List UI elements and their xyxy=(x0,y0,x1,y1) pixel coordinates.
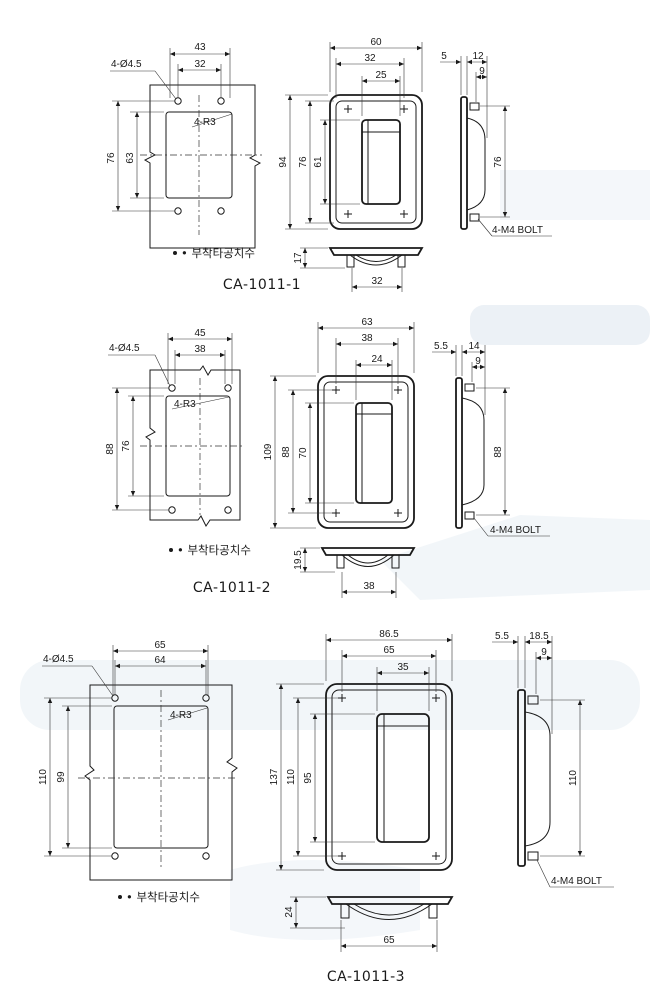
cutout-inner-width: 38 xyxy=(194,344,206,355)
model-caption: CA-1011-2 xyxy=(193,580,271,596)
front-grip-height: 70 xyxy=(298,447,309,459)
side-depth: 18.5 xyxy=(529,631,549,642)
cutout-inner-height: 99 xyxy=(56,771,67,783)
cutout-inner-width: 64 xyxy=(154,655,166,666)
bolt-callout: 4-M4 BOLT xyxy=(551,876,602,887)
cutout-outer-height: 110 xyxy=(38,769,49,785)
cutout-outer-height: 76 xyxy=(106,152,117,164)
mount-hole xyxy=(217,97,225,105)
side-offset: 5.5 xyxy=(495,631,509,642)
front-grip-width: 35 xyxy=(397,662,409,673)
bottom-depth: 24 xyxy=(284,906,295,918)
cutout-inner-height: 76 xyxy=(121,440,132,452)
cutout-outer-width: 43 xyxy=(194,42,206,53)
bottom-depth: 17 xyxy=(293,252,304,264)
section-ca-1011-2: 45 38 88 76 4-Ø4.5 4-R3 • 부착타공치수 xyxy=(105,317,550,598)
hole-callout: 4-Ø4.5 xyxy=(43,654,74,665)
front-grip-width: 25 xyxy=(375,70,387,81)
hole-callout: 4-Ø4.5 xyxy=(109,343,140,354)
mount-hole xyxy=(174,207,182,215)
cutout-inner-height: 63 xyxy=(125,152,136,164)
front-flange-width: 65 xyxy=(383,645,395,656)
side-recess: 9 xyxy=(475,356,481,367)
front-grip-width: 24 xyxy=(371,354,383,365)
front-flange-height: 76 xyxy=(298,156,309,168)
mounting-cutout-view: 45 38 88 76 4-Ø4.5 4-R3 • 부착타공치수 xyxy=(105,328,251,557)
side-view: 5.5 14 9 88 4-M4 BOLT xyxy=(432,341,550,537)
side-height: 76 xyxy=(493,156,504,168)
hole-callout: 4-Ø4.5 xyxy=(111,59,142,70)
side-view: 5.5 18.5 9 110 4-M4 BOLT xyxy=(492,631,614,888)
bottom-depth: 19.5 xyxy=(293,550,304,570)
front-overall-width: 86.5 xyxy=(379,629,399,640)
mount-hole xyxy=(224,384,232,392)
mounting-cutout-view: 65 64 110 99 4-Ø4.5 4-R3 • 부착타공치수 xyxy=(38,640,238,904)
side-depth: 12 xyxy=(472,51,484,62)
front-grip-height: 61 xyxy=(313,156,324,168)
mounting-cutout-view: 43 32 76 63 4-Ø4.5 4-R3 • 부착타공치수 xyxy=(106,42,262,260)
section-ca-1011-3: 65 64 110 99 4-Ø4.5 4-R3 • 부착타공치수 xyxy=(38,629,614,985)
cutout-outer-width: 65 xyxy=(154,640,166,651)
front-overall-width: 60 xyxy=(370,37,382,48)
side-height: 88 xyxy=(493,446,504,458)
mount-hole xyxy=(202,852,210,860)
mount-hole xyxy=(111,852,119,860)
mounting-cutout-note: • 부착타공치수 xyxy=(177,543,251,557)
cutout-inner-width: 32 xyxy=(194,59,206,70)
bolt-callout: 4-M4 BOLT xyxy=(492,225,543,236)
mount-hole xyxy=(168,506,176,514)
front-overall-width: 63 xyxy=(361,317,373,328)
front-view: 63 38 24 109 88 70 xyxy=(263,317,415,529)
bottom-view: 17 32 xyxy=(293,247,424,292)
front-grip-height: 95 xyxy=(303,772,314,784)
cutout-outer-height: 88 xyxy=(105,443,116,455)
front-overall-height: 94 xyxy=(278,156,289,168)
side-recess: 9 xyxy=(479,66,485,77)
front-view: 60 32 25 94 76 61 xyxy=(278,37,423,230)
model-caption: CA-1011-1 xyxy=(223,277,301,293)
mount-hole xyxy=(224,506,232,514)
bottom-width: 65 xyxy=(383,935,395,946)
mounting-cutout-note: • 부착타공치수 xyxy=(181,246,255,260)
front-flange-height: 110 xyxy=(286,769,297,785)
front-flange-width: 32 xyxy=(364,53,376,64)
front-view: 86.5 65 35 137 110 95 xyxy=(269,629,453,871)
radius-callout: 4-R3 xyxy=(194,117,216,128)
side-recess: 9 xyxy=(541,647,547,658)
radius-callout: 4-R3 xyxy=(174,399,196,410)
bottom-width: 38 xyxy=(363,581,375,592)
side-depth: 14 xyxy=(468,341,480,352)
front-flange-width: 38 xyxy=(361,333,373,344)
model-caption: CA-1011-3 xyxy=(327,969,405,985)
bottom-view: 19.5 38 xyxy=(293,547,416,598)
front-flange-height: 88 xyxy=(281,446,292,458)
side-offset: 5 xyxy=(441,51,447,62)
side-view: 5 12 9 76 4-M4 BOLT xyxy=(440,51,552,237)
mount-hole xyxy=(217,207,225,215)
front-overall-height: 109 xyxy=(263,443,274,460)
mounting-cutout-note: • 부착타공치수 xyxy=(126,890,200,904)
bolt-callout: 4-M4 BOLT xyxy=(490,525,541,536)
radius-callout: 4-R3 xyxy=(170,710,192,721)
bottom-view: 24 65 xyxy=(284,896,454,952)
background-bleed-through xyxy=(20,170,650,940)
section-ca-1011-1: 43 32 76 63 4-Ø4.5 4-R3 • 부착타공치수 xyxy=(106,37,552,293)
bottom-width: 32 xyxy=(371,276,383,287)
side-offset: 5.5 xyxy=(434,341,448,352)
front-overall-height: 137 xyxy=(269,768,280,785)
cutout-outer-width: 45 xyxy=(194,328,206,339)
side-height: 110 xyxy=(568,770,579,786)
